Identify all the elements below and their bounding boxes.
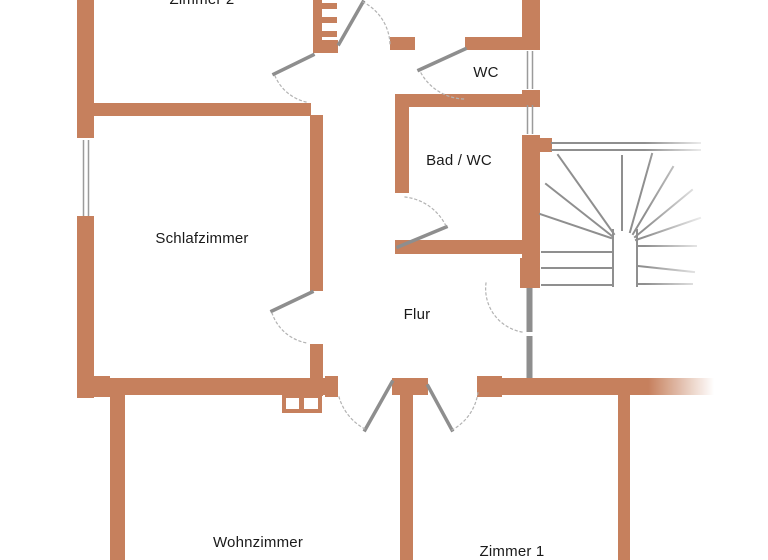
wall-schlafzimmer-top	[93, 103, 311, 116]
wall-left-outer-top	[77, 0, 94, 138]
wall-bottom-left-corner	[77, 376, 110, 397]
door-wc	[416, 46, 468, 100]
door-zimmer-2	[271, 52, 316, 103]
wall-bottom-left-end	[325, 376, 338, 397]
wall-flur-left-upper	[310, 115, 323, 291]
wall-zimmer1-right	[618, 395, 630, 560]
wall-right-between-windows	[522, 90, 540, 104]
room-label-zimmer-2: Zimmer 2	[170, 0, 235, 8]
fade-stairs	[645, 120, 768, 312]
room-label-bad-wc: Bad / WC	[426, 152, 492, 169]
wall-stair-left	[522, 135, 540, 288]
door-bad-wc	[395, 196, 449, 250]
door-schlafzimmer	[269, 289, 315, 344]
wall-bad-bottom	[395, 240, 522, 254]
window-right-lower	[526, 105, 534, 134]
wall-stair-bottom-block	[520, 258, 540, 288]
wall-right-outer-top	[522, 0, 540, 50]
room-label-wohnzimmer: Wohnzimmer	[212, 534, 304, 551]
wall-stair-top-block	[522, 138, 552, 152]
room-label-zimmer-1: Zimmer 1	[479, 543, 545, 560]
wall-bottom-left	[77, 378, 338, 395]
walls	[77, 0, 720, 560]
wall-center-lower	[400, 395, 413, 560]
window-schlafzimmer	[82, 140, 90, 216]
fade-bottom-wall	[648, 366, 768, 400]
doors	[269, 0, 533, 433]
door-zimmer-1	[425, 383, 479, 433]
wall-bad-left	[395, 94, 409, 193]
wall-bottom-center-block	[392, 378, 428, 395]
wall-wc-top-right	[465, 37, 522, 50]
fade-overlay	[645, 120, 768, 400]
door-wohnzimmer	[338, 379, 395, 433]
wall-bottom-right-corner	[477, 376, 502, 397]
room-label-flur: Flur	[403, 306, 431, 323]
radiator-symbol	[282, 394, 322, 413]
wall-left-outer-bottom	[77, 216, 94, 398]
room-label-wc: WC	[473, 64, 499, 81]
wall-wc-bad-separator	[395, 94, 540, 107]
door-stairs-double-leaf	[485, 282, 533, 378]
wall-wc-top-left	[390, 37, 415, 50]
wall-wohnzimmer-left	[110, 395, 125, 560]
room-label-schlafzimmer: Schlafzimmer	[155, 230, 249, 247]
window-right-upper	[526, 51, 534, 89]
chimney-ladder-symbol	[313, 0, 338, 53]
windows	[82, 51, 534, 216]
door-top	[336, 0, 391, 47]
